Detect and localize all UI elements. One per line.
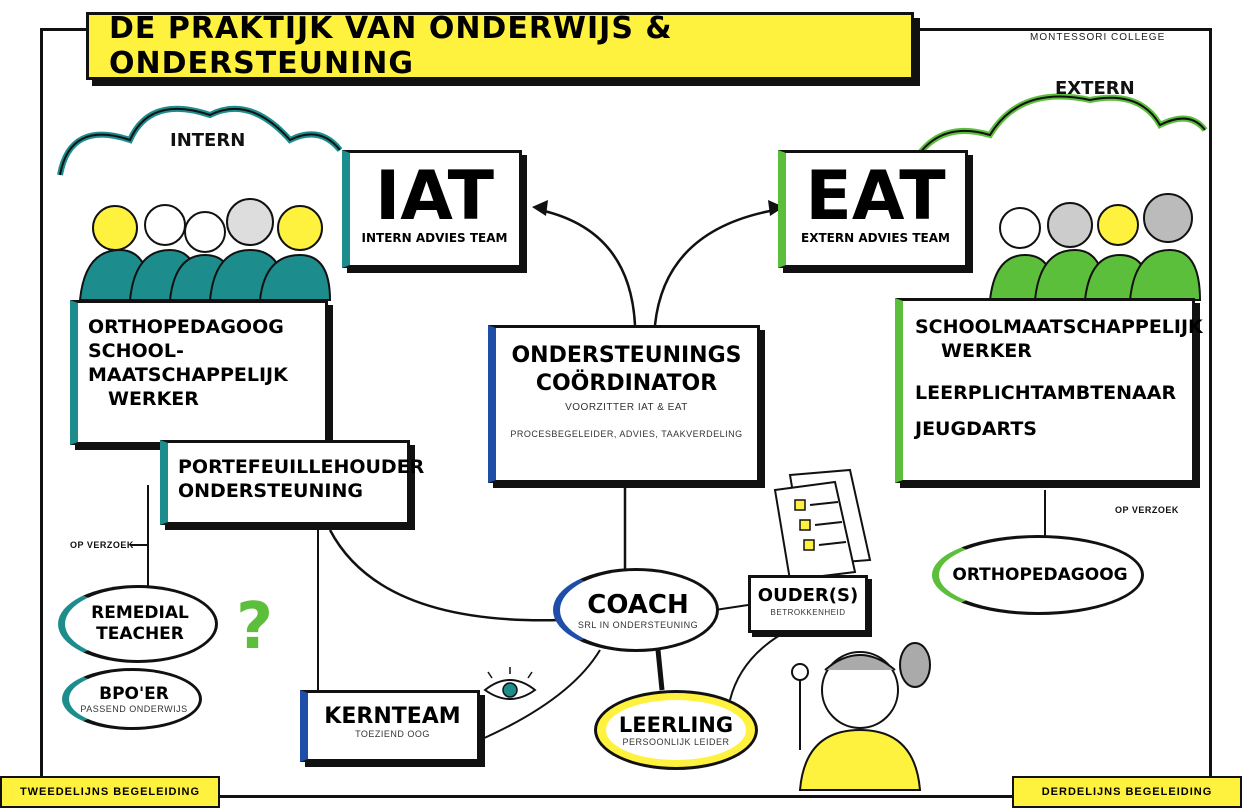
page-title: DE PRAKTIJK VAN ONDERWIJS & ONDERSTEUNIN… (109, 11, 673, 81)
checklist-icon (773, 468, 872, 582)
coach-node: COACH SRL IN ONDERSTEUNING (553, 568, 719, 652)
intern-roles-box: ORTHOPEDAGOOG SCHOOL- MAATSCHAPPELIJK WE… (70, 300, 328, 445)
coach-label: COACH (587, 590, 689, 620)
extern-label: EXTERN (1055, 78, 1135, 99)
eat-name: EXTERN ADVIES TEAM (801, 231, 950, 245)
portfolio-line-1: PORTEFEUILLEHOUDER (178, 456, 425, 478)
parents-label: OUDER(S) (757, 585, 859, 606)
remedial-teacher-node: REMEDIAL TEACHER (58, 585, 218, 663)
intern-people-icon (78, 198, 332, 301)
kernteam-sub: TOEZIEND OOG (355, 729, 430, 739)
bpo-label: BPO'ER (99, 684, 169, 704)
bpo-sub: PASSEND ONDERWIJS (80, 704, 188, 714)
extern-roles-box: SCHOOLMAATSCHAPPELIJK WERKER LEERPLICHTA… (895, 298, 1203, 483)
arrow-to-iat (539, 208, 637, 326)
kernteam-label: KERNTEAM (324, 704, 461, 729)
bpo-node: BPO'ER PASSEND ONDERWIJS (62, 668, 202, 730)
extern-orthopedagoog-node: ORTHOPEDAGOOG (932, 535, 1144, 615)
parents-box: OUDER(S) BETROKKENHEID (748, 575, 868, 633)
intern-role-4: WERKER (108, 388, 199, 410)
extern-role-1: SCHOOLMAATSCHAPPELIJK (915, 316, 1203, 338)
kernteam-box: KERNTEAM TOEZIEND OOG (300, 690, 480, 762)
leerling-inner: LEERLING PERSOONLIJK LEIDER (606, 700, 746, 760)
remedial-line-2: TEACHER (96, 624, 184, 644)
parents-sub: BETROKKENHEID (770, 608, 846, 617)
coordinator-title-2: COÖRDINATOR (535, 371, 718, 396)
extern-role-3: LEERPLICHTAMBTENAAR (915, 382, 1177, 404)
question-mark: ? (236, 590, 274, 664)
extern-role-2: WERKER (941, 340, 1032, 362)
eat-acronym: EAT (805, 157, 946, 236)
eye-icon (483, 667, 537, 700)
coach-sub: SRL IN ONDERSTEUNING (577, 620, 699, 630)
arrow-to-eat (653, 208, 776, 326)
iat-box: IAT INTERN ADVIES TEAM (342, 150, 522, 268)
extern-role-4: JEUGDARTS (915, 418, 1037, 440)
intern-role-3: MAATSCHAPPELIJK (88, 364, 288, 386)
eat-box: EAT EXTERN ADVIES TEAM (778, 150, 968, 268)
extern-on-request: OP VERZOEK (1115, 505, 1179, 515)
iat-acronym: IAT (374, 157, 495, 236)
leerling-node: LEERLING PERSOONLIJK LEIDER (594, 690, 758, 770)
coordinator-subtitle: VOORZITTER IAT & EAT (565, 402, 688, 413)
intern-role-1: ORTHOPEDAGOOG (88, 316, 284, 338)
footer-right-banner: DERDELIJNS BEGELEIDING (1012, 776, 1242, 808)
coordinator-title-1: ONDERSTEUNINGS (511, 343, 742, 368)
leerling-sub: PERSOONLIJK LEIDER (622, 737, 730, 747)
extern-people-icon (988, 193, 1202, 301)
footer-left-banner: TWEEDELIJNS BEGELEIDING (0, 776, 220, 808)
student-icon (791, 642, 931, 791)
leerling-label: LEERLING (618, 713, 734, 737)
intern-on-request: OP VERZOEK (70, 540, 134, 550)
iat-name: INTERN ADVIES TEAM (361, 231, 508, 245)
intern-label: INTERN (170, 130, 246, 151)
coordinator-tasks: PROCESBEGELEIDER, ADVIES, TAAKVERDELING (510, 429, 743, 439)
brand-label: MONTESSORI COLLEGE (1030, 32, 1166, 43)
coordinator-box: ONDERSTEUNINGS COÖRDINATOR VOORZITTER IA… (488, 325, 760, 483)
remedial-line-1: REMEDIAL (91, 603, 189, 623)
intern-role-2: SCHOOL- (88, 340, 184, 362)
title-banner: DE PRAKTIJK VAN ONDERWIJS & ONDERSTEUNIN… (86, 11, 914, 81)
portfolio-line-2: ONDERSTEUNING (178, 480, 363, 502)
portfolio-box: PORTEFEUILLEHOUDER ONDERSTEUNING (160, 440, 425, 525)
extern-orthopedagoog-label: ORTHOPEDAGOOG (952, 565, 1128, 585)
